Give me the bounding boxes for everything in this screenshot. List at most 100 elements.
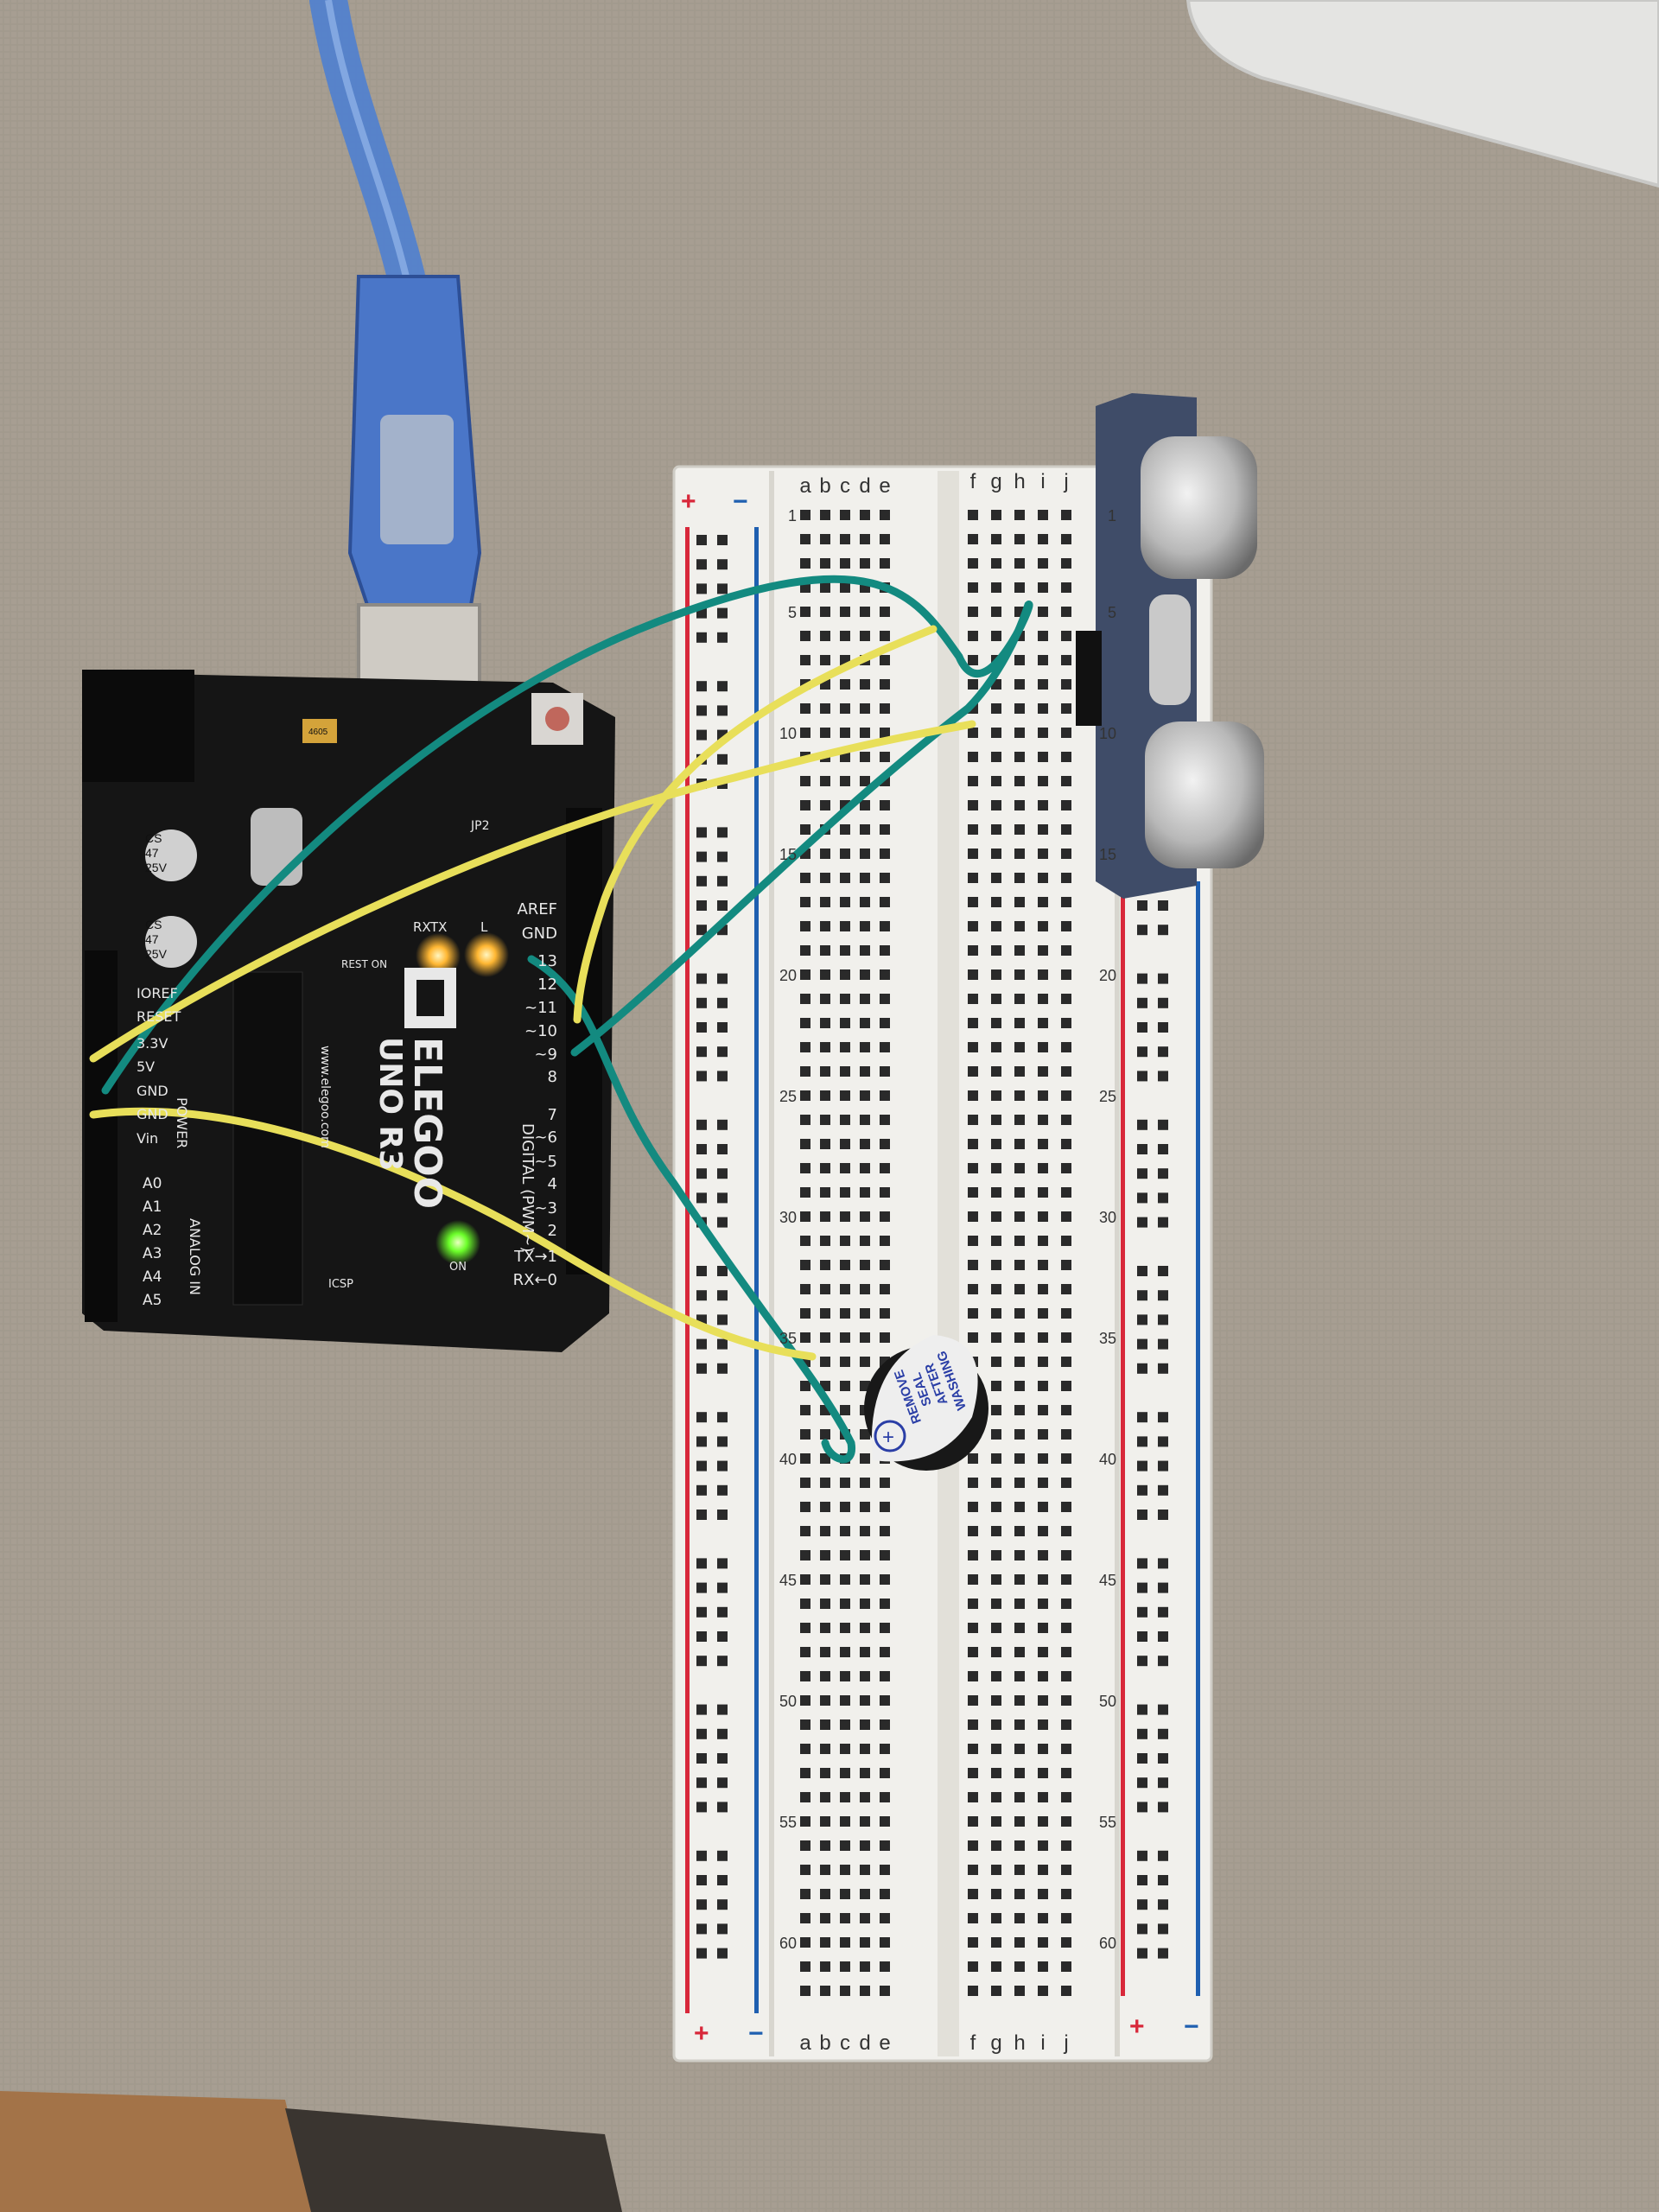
rail-hole[interactable]	[696, 900, 707, 911]
breadboard-hole[interactable]	[840, 1066, 850, 1077]
breadboard-hole[interactable]	[860, 873, 870, 883]
rail-hole[interactable]	[696, 1948, 707, 1959]
rail-hole[interactable]	[696, 1192, 707, 1204]
breadboard-hole[interactable]	[1014, 558, 1025, 569]
breadboard-hole[interactable]	[860, 1260, 870, 1270]
breadboard-hole[interactable]	[968, 1647, 978, 1657]
breadboard-hole[interactable]	[968, 1042, 978, 1052]
breadboard-hole[interactable]	[860, 534, 870, 544]
breadboard-hole[interactable]	[991, 1308, 1001, 1319]
breadboard-hole[interactable]	[1014, 728, 1025, 738]
breadboard-hole[interactable]	[820, 1211, 830, 1222]
breadboard-hole[interactable]	[1061, 897, 1071, 907]
breadboard-hole[interactable]	[991, 873, 1001, 883]
rail-hole[interactable]	[696, 535, 707, 545]
breadboard-hole[interactable]	[860, 800, 870, 810]
breadboard-hole[interactable]	[1061, 921, 1071, 931]
breadboard-hole[interactable]	[1061, 1792, 1071, 1802]
rail-hole[interactable]	[717, 705, 728, 716]
breadboard-hole[interactable]	[991, 969, 1001, 980]
breadboard-hole[interactable]	[1061, 1453, 1071, 1464]
breadboard-hole[interactable]	[1061, 1695, 1071, 1706]
breadboard-hole[interactable]	[800, 1526, 810, 1536]
breadboard-hole[interactable]	[991, 728, 1001, 738]
breadboard-hole[interactable]	[800, 1018, 810, 1028]
breadboard-hole[interactable]	[800, 1792, 810, 1802]
breadboard-hole[interactable]	[820, 1744, 830, 1754]
breadboard-hole[interactable]	[820, 1308, 830, 1319]
breadboard-hole[interactable]	[991, 897, 1001, 907]
breadboard-hole[interactable]	[1038, 1744, 1048, 1754]
breadboard-hole[interactable]	[991, 1357, 1001, 1367]
breadboard-hole[interactable]	[840, 1792, 850, 1802]
breadboard-hole[interactable]	[1014, 1961, 1025, 1972]
breadboard-hole[interactable]	[1038, 1405, 1048, 1415]
rail-hole[interactable]	[696, 1290, 707, 1301]
breadboard-hole[interactable]	[1038, 1840, 1048, 1851]
breadboard-hole[interactable]	[840, 582, 850, 593]
breadboard-hole[interactable]	[1038, 1792, 1048, 1802]
breadboard-hole[interactable]	[1014, 1066, 1025, 1077]
breadboard-hole[interactable]	[968, 728, 978, 738]
rail-hole[interactable]	[717, 1460, 728, 1471]
breadboard-hole[interactable]	[840, 1381, 850, 1391]
breadboard-hole[interactable]	[800, 1090, 810, 1101]
breadboard-hole[interactable]	[1038, 1937, 1048, 1948]
rail-hole[interactable]	[696, 1777, 707, 1789]
breadboard-hole[interactable]	[800, 1574, 810, 1585]
breadboard-hole[interactable]	[1061, 728, 1071, 738]
breadboard-hole[interactable]	[800, 1961, 810, 1972]
breadboard-hole[interactable]	[840, 534, 850, 544]
breadboard-hole[interactable]	[1014, 1986, 1025, 1996]
rail-hole[interactable]	[717, 900, 728, 911]
breadboard-hole[interactable]	[800, 1260, 810, 1270]
rail-hole[interactable]	[1137, 1290, 1147, 1301]
breadboard-hole[interactable]	[800, 1768, 810, 1778]
breadboard-hole[interactable]	[1014, 873, 1025, 883]
breadboard-hole[interactable]	[880, 703, 890, 714]
rail-hole[interactable]	[1158, 925, 1168, 936]
breadboard-hole[interactable]	[968, 1719, 978, 1730]
breadboard-hole[interactable]	[800, 1913, 810, 1923]
breadboard-hole[interactable]	[840, 1961, 850, 1972]
breadboard-hole[interactable]	[820, 510, 830, 520]
breadboard-hole[interactable]	[1014, 1599, 1025, 1609]
rail-hole[interactable]	[696, 1704, 707, 1715]
breadboard-hole[interactable]	[1038, 1018, 1048, 1028]
rail-hole[interactable]	[1137, 1558, 1147, 1569]
breadboard-hole[interactable]	[840, 1865, 850, 1875]
breadboard-hole[interactable]	[991, 849, 1001, 859]
breadboard-hole[interactable]	[840, 1405, 850, 1415]
breadboard-hole[interactable]	[860, 824, 870, 835]
rail-hole[interactable]	[717, 1510, 728, 1520]
breadboard-hole[interactable]	[1038, 1429, 1048, 1440]
breadboard-hole[interactable]	[820, 631, 830, 641]
breadboard-hole[interactable]	[820, 1502, 830, 1512]
breadboard-hole[interactable]	[968, 897, 978, 907]
breadboard-hole[interactable]	[991, 1840, 1001, 1851]
rail-hole[interactable]	[1137, 1022, 1147, 1033]
breadboard-hole[interactable]	[1014, 1187, 1025, 1198]
breadboard-hole[interactable]	[1038, 824, 1048, 835]
breadboard-hole[interactable]	[1038, 1889, 1048, 1899]
rail-hole[interactable]	[696, 1338, 707, 1350]
breadboard-hole[interactable]	[991, 1865, 1001, 1875]
breadboard-hole[interactable]	[800, 510, 810, 520]
breadboard-hole[interactable]	[800, 1478, 810, 1488]
breadboard-hole[interactable]	[1038, 1550, 1048, 1560]
breadboard-hole[interactable]	[1038, 969, 1048, 980]
breadboard-hole[interactable]	[820, 1260, 830, 1270]
rail-hole[interactable]	[696, 1923, 707, 1935]
rail-hole[interactable]	[1158, 1606, 1168, 1618]
breadboard-hole[interactable]	[1014, 1840, 1025, 1851]
breadboard-hole[interactable]	[800, 776, 810, 786]
breadboard-hole[interactable]	[1038, 1163, 1048, 1173]
rail-hole[interactable]	[1158, 1948, 1168, 1959]
breadboard-hole[interactable]	[880, 969, 890, 980]
breadboard-hole[interactable]	[968, 1792, 978, 1802]
breadboard-hole[interactable]	[1038, 1478, 1048, 1488]
breadboard-hole[interactable]	[1014, 1018, 1025, 1028]
breadboard-hole[interactable]	[800, 1115, 810, 1125]
breadboard-hole[interactable]	[1038, 1671, 1048, 1681]
breadboard-hole[interactable]	[1038, 1066, 1048, 1077]
